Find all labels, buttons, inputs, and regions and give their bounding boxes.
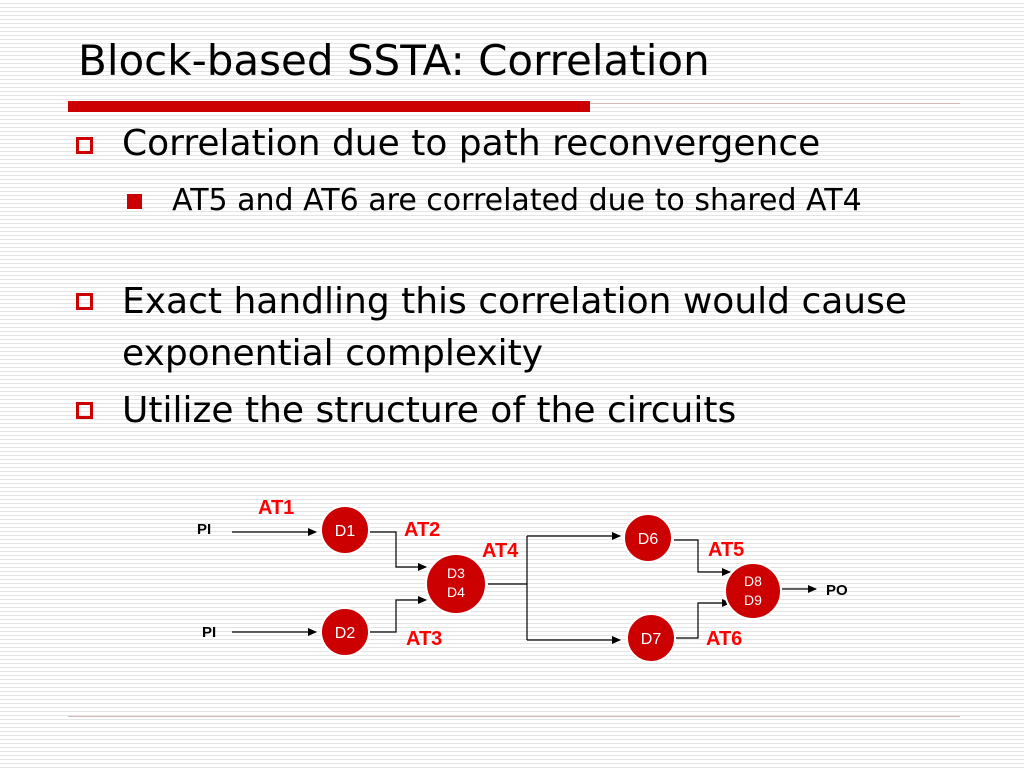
- label-at1: AT1: [258, 497, 294, 519]
- wire-d6-d89: [674, 539, 731, 576]
- node-d7: D7: [626, 613, 676, 663]
- bullet-3: Utilize the structure of the circuits: [122, 390, 737, 431]
- wire-d1-d34: [370, 531, 427, 571]
- node-d1: D1: [320, 505, 370, 555]
- node-d3-d4: D3 D4: [425, 553, 487, 615]
- bullet-1: Correlation due to path reconvergence: [122, 123, 821, 164]
- filled-square-bullet-icon: [127, 194, 142, 209]
- hollow-square-bullet-icon: [76, 137, 93, 154]
- node-d8-d9: D8 D9: [724, 562, 782, 620]
- label-at2: AT2: [404, 519, 440, 541]
- node-d2: D2: [320, 607, 370, 657]
- wire-d2-d34: [370, 596, 427, 633]
- input-label-pi-2: PI: [202, 624, 216, 641]
- footer-rule: [68, 716, 960, 717]
- svg-text:D8: D8: [744, 573, 762, 589]
- svg-text:D1: D1: [335, 523, 356, 540]
- output-label-po: PO: [826, 582, 848, 599]
- node-d6: D6: [623, 513, 673, 563]
- sub-bullet-1: AT5 and AT6 are correlated due to shared…: [172, 183, 862, 218]
- label-at5: AT5: [708, 539, 744, 561]
- title-accent-bar: [68, 101, 590, 112]
- label-at6: AT6: [706, 628, 742, 650]
- svg-text:D7: D7: [641, 631, 662, 648]
- label-at4: AT4: [482, 540, 519, 562]
- svg-text:D9: D9: [744, 592, 762, 608]
- svg-text:D6: D6: [638, 531, 659, 548]
- hollow-square-bullet-icon: [76, 402, 93, 419]
- hollow-square-bullet-icon: [76, 293, 93, 310]
- wires: [232, 528, 817, 644]
- slide-title: Block-based SSTA: Correlation: [78, 36, 710, 85]
- bullet-2: Exact handling this correlation would ca…: [122, 281, 908, 374]
- wire-d7-d89: [676, 599, 731, 639]
- svg-text:D3: D3: [447, 565, 465, 581]
- label-at3: AT3: [406, 628, 442, 650]
- input-label-pi-1: PI: [197, 521, 211, 538]
- svg-text:D2: D2: [335, 625, 356, 642]
- svg-text:D4: D4: [447, 584, 465, 600]
